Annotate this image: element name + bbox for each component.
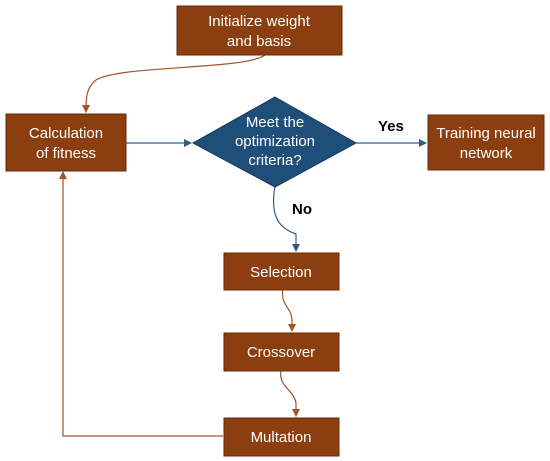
node-crossover: Crossover — [223, 332, 340, 372]
arrow-crossover-to-multation — [280, 370, 300, 417]
svg-text:Meet the: Meet the — [246, 114, 304, 131]
svg-text:criteria?: criteria? — [248, 152, 301, 169]
node-training-neural-network: Training neural network — [427, 114, 545, 171]
svg-text:optimization: optimization — [235, 133, 315, 150]
arrow-init-to-fitness — [82, 54, 266, 113]
svg-text:and basis: and basis — [227, 33, 291, 50]
svg-text:Calculation: Calculation — [29, 125, 103, 142]
arrow-multation-to-fitness — [59, 171, 223, 437]
arrow-criteria-to-selection — [273, 185, 300, 252]
svg-text:Multation: Multation — [251, 429, 312, 446]
arrow-selection-to-crossover — [281, 288, 296, 332]
svg-text:network: network — [460, 145, 513, 162]
edge-label-yes: Yes — [378, 118, 404, 135]
svg-text:of fitness: of fitness — [36, 145, 96, 162]
edge-label-no: No — [292, 201, 312, 218]
node-calculation-of-fitness: Calculation of fitness — [5, 113, 127, 172]
svg-text:Crossover: Crossover — [247, 344, 315, 361]
node-initialize-weight: Initialize weight and basis — [176, 5, 343, 56]
node-selection: Selection — [223, 252, 340, 291]
node-multation: Multation — [223, 417, 340, 457]
svg-text:Selection: Selection — [250, 264, 312, 281]
svg-text:Training neural: Training neural — [436, 125, 536, 142]
node-criteria-decision: Meet the optimization criteria? — [191, 96, 358, 188]
svg-text:Initialize weight: Initialize weight — [208, 13, 311, 30]
